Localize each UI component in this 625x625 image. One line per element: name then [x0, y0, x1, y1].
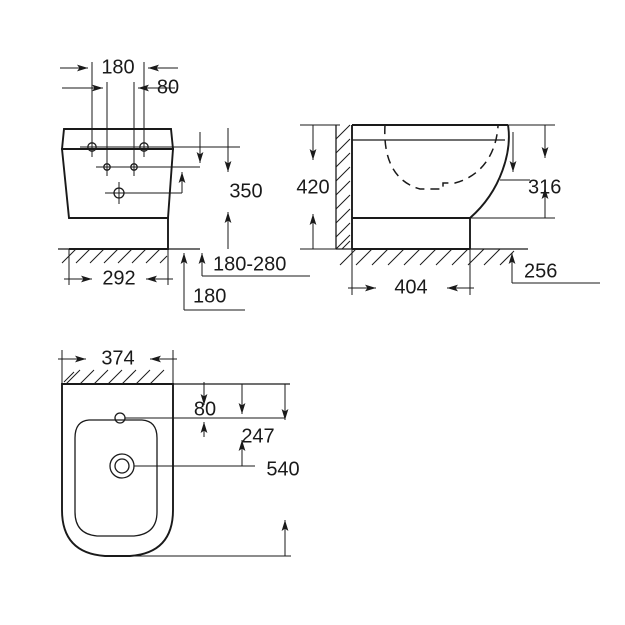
dim-label-front-292: 292	[102, 267, 135, 289]
dim-label-front-350: 350	[229, 180, 262, 202]
dim-label-side-420: 420	[296, 176, 329, 198]
dim-front-180-top: 180	[60, 56, 178, 78]
side-elevation-view: 420 316 404	[296, 124, 600, 298]
side-hidden-bowl-contour	[384, 124, 499, 190]
plan-view: 374 80 247 540	[58, 347, 300, 557]
front-elevation-view: 180 80 350	[58, 56, 310, 311]
dim-label-plan-247: 247	[241, 425, 274, 447]
front-hole-leaders	[96, 146, 228, 194]
front-floor	[58, 248, 200, 264]
dim-side-316: 316	[470, 124, 561, 219]
front-hole-spacing-dims	[174, 132, 212, 193]
dim-label-side-316: 316	[528, 176, 561, 198]
dim-plan-247: 247	[238, 384, 275, 466]
dim-label-side-404: 404	[394, 276, 427, 298]
dim-label-side-256: 256	[524, 260, 557, 282]
dim-side-420: 420	[296, 124, 340, 250]
plan-tap-hole	[114, 412, 126, 424]
dim-side-404: 404	[348, 249, 474, 298]
dim-front-80: 80	[62, 76, 179, 98]
plan-drain	[109, 453, 135, 479]
dim-plan-540: 540	[130, 384, 300, 557]
dim-label-front-180-top: 180	[101, 56, 134, 78]
dim-label-plan-374: 374	[101, 347, 134, 369]
plan-body-outline	[61, 383, 174, 557]
plan-wall	[62, 369, 290, 385]
dim-label-plan-540: 540	[266, 458, 299, 480]
front-witness-lines	[91, 62, 145, 163]
dim-front-292: 292	[64, 249, 173, 289]
dim-label-front-180-bottom: 180	[193, 285, 226, 307]
dim-front-180-280: 180-280	[198, 253, 310, 277]
dim-front-180-bottom: 180	[180, 253, 245, 311]
dim-side-256: 256	[508, 253, 600, 284]
side-floor	[336, 248, 528, 266]
side-wall	[335, 124, 353, 250]
dim-label-plan-80: 80	[194, 398, 216, 420]
dim-front-350: 350	[218, 128, 263, 249]
dim-plan-374: 374	[58, 347, 177, 384]
side-body-outline	[352, 124, 510, 250]
dim-label-front-80: 80	[157, 76, 179, 98]
dim-plan-80: 80	[193, 382, 216, 437]
dim-label-front-180-280: 180-280	[213, 253, 286, 275]
